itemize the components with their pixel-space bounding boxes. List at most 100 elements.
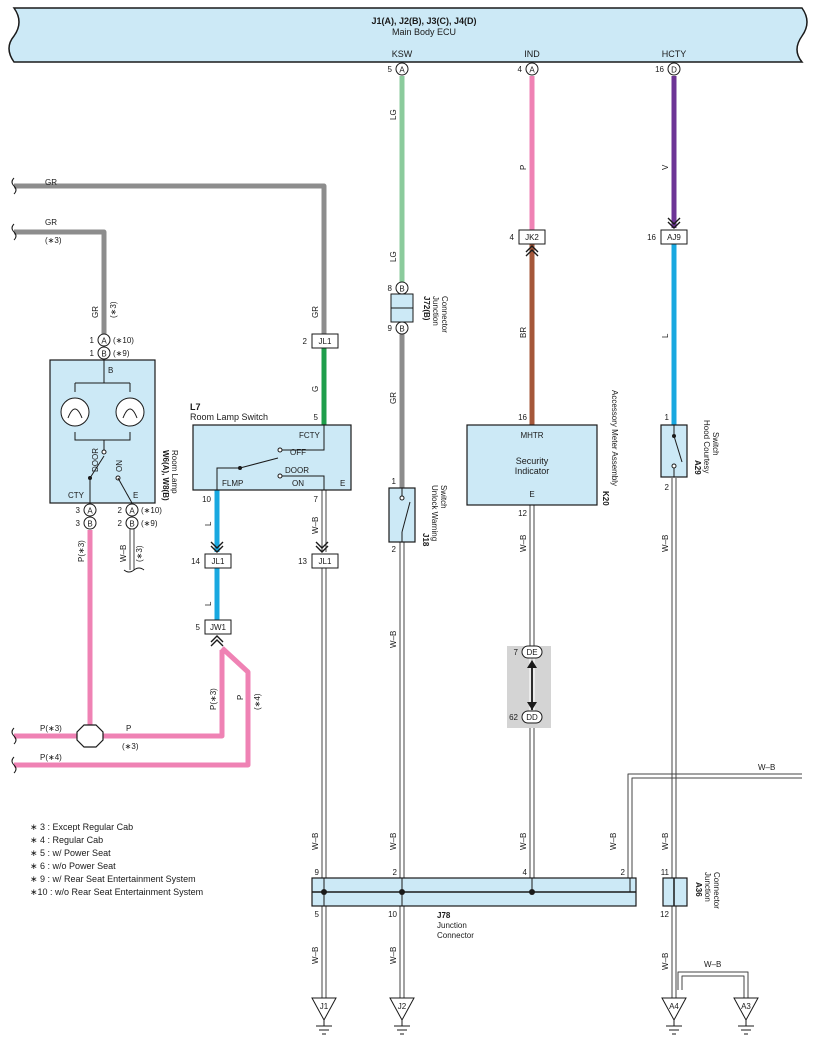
svg-text:62: 62: [509, 713, 518, 722]
connector-jl1-top: JL1 2: [303, 333, 339, 349]
svg-text:A: A: [129, 507, 135, 516]
svg-text:B: B: [87, 520, 92, 529]
pin-circles: A 5 A 4 D 16 B 8 B 9 A 1 (∗10) B 1 (∗9) …: [76, 62, 681, 530]
svg-text:GR: GR: [91, 306, 100, 318]
room-lamp-switch: L7 Room Lamp Switch FCTY OFF DOOR FLMP O…: [190, 402, 352, 491]
note-3: ∗ 3 : Except Regular Cab: [30, 822, 134, 832]
svg-text:4: 4: [523, 868, 528, 877]
svg-text:7: 7: [314, 495, 319, 504]
svg-text:ON: ON: [115, 460, 124, 472]
note-4: ∗ 4 : Regular Cab: [30, 835, 104, 845]
splice-octagon: [76, 724, 104, 748]
svg-text:W–B: W–B: [119, 545, 128, 562]
svg-text:3: 3: [76, 519, 81, 528]
svg-text:12: 12: [660, 910, 669, 919]
ground-j1: J1: [311, 997, 337, 1035]
svg-text:E: E: [133, 491, 138, 500]
svg-text:Junction: Junction: [703, 872, 712, 902]
svg-text:A: A: [87, 507, 93, 516]
svg-text:B: B: [108, 366, 113, 375]
svg-text:W–B: W–B: [389, 833, 398, 850]
svg-text:A29: A29: [693, 460, 702, 475]
svg-text:7: 7: [514, 648, 519, 657]
svg-text:GR: GR: [311, 306, 320, 318]
wire-gr-top: [14, 183, 327, 334]
svg-text:OFF: OFF: [290, 448, 306, 457]
svg-text:2: 2: [118, 506, 123, 515]
svg-text:J1: J1: [320, 1002, 329, 1011]
svg-text:B: B: [101, 350, 106, 359]
svg-text:(∗3): (∗3): [135, 545, 144, 562]
svg-text:W–B: W–B: [389, 947, 398, 964]
svg-text:BR: BR: [519, 327, 528, 338]
svg-text:W–B: W–B: [311, 947, 320, 964]
svg-text:AJ9: AJ9: [667, 233, 681, 242]
svg-text:5: 5: [388, 65, 393, 74]
svg-text:Room Lamp Switch: Room Lamp Switch: [190, 412, 268, 422]
svg-text:10: 10: [388, 910, 397, 919]
connector-jl1-e: JL1 13: [298, 553, 339, 569]
svg-text:P: P: [236, 695, 245, 700]
svg-text:5: 5: [196, 623, 201, 632]
svg-text:2: 2: [621, 868, 626, 877]
note-9: ∗ 9 : w/ Rear Seat Entertainment System: [30, 874, 196, 884]
svg-text:P(∗3): P(∗3): [77, 540, 86, 562]
svg-text:P: P: [126, 724, 131, 733]
svg-text:LG: LG: [389, 109, 398, 120]
svg-text:JK2: JK2: [525, 233, 539, 242]
svg-text:E: E: [340, 479, 345, 488]
ground-a4: A4: [661, 997, 687, 1035]
svg-text:Indicator: Indicator: [515, 466, 550, 476]
svg-text:13: 13: [298, 557, 307, 566]
svg-text:2: 2: [393, 868, 398, 877]
svg-text:W–B: W–B: [661, 535, 670, 552]
svg-text:4: 4: [510, 233, 515, 242]
svg-text:K20: K20: [601, 491, 610, 506]
svg-text:Accessory Meter Assembly: Accessory Meter Assembly: [610, 390, 619, 486]
svg-text:GR: GR: [45, 178, 57, 187]
svg-text:B: B: [399, 325, 404, 334]
svg-text:Connector: Connector: [440, 296, 449, 333]
svg-text:ON: ON: [292, 479, 304, 488]
svg-text:16: 16: [655, 65, 664, 74]
svg-text:L: L: [204, 521, 213, 526]
junction-a36: 11 12 A36 Junction Connector: [660, 868, 721, 919]
svg-text:L7: L7: [190, 402, 201, 412]
svg-text:(∗10): (∗10): [113, 336, 134, 345]
svg-text:W–B: W–B: [758, 763, 775, 772]
svg-text:2: 2: [303, 337, 308, 346]
svg-text:E: E: [529, 490, 534, 499]
svg-text:Unlock Warning: Unlock Warning: [430, 485, 439, 541]
svg-text:MHTR: MHTR: [520, 431, 543, 440]
ecu-box: [8, 7, 808, 63]
svg-text:DOOR: DOOR: [285, 466, 309, 475]
room-lamp-code: W6(A), W8(B): [161, 450, 170, 501]
svg-text:2: 2: [665, 483, 670, 492]
svg-text:FLMP: FLMP: [222, 479, 243, 488]
connector-jk2: JK2 4: [510, 229, 546, 245]
svg-text:J78: J78: [437, 911, 451, 920]
svg-text:(∗9): (∗9): [141, 519, 158, 528]
svg-text:W–B: W–B: [661, 833, 670, 850]
svg-text:L: L: [661, 333, 670, 338]
svg-text:(∗3): (∗3): [122, 742, 139, 751]
note-6: ∗ 6 : w/o Power Seat: [30, 861, 116, 871]
svg-text:V: V: [661, 164, 670, 170]
svg-text:(∗3): (∗3): [45, 236, 62, 245]
svg-text:W–B: W–B: [704, 960, 721, 969]
connector-de-dd: DE 7 DD 62: [507, 645, 551, 728]
inline-connectors: JL1 2 JK2 4 AJ9 16 JL1 14 JL1 13: [191, 229, 688, 635]
svg-text:9: 9: [315, 868, 320, 877]
svg-text:GR: GR: [389, 392, 398, 404]
ecu-pin-ind: IND: [524, 49, 540, 59]
ground-j2: J2: [389, 997, 415, 1035]
svg-text:P(∗3): P(∗3): [209, 688, 218, 710]
svg-text:W–B: W–B: [519, 833, 528, 850]
wire-p-4: [14, 646, 251, 768]
svg-text:5: 5: [314, 413, 319, 422]
svg-text:A3: A3: [741, 1002, 751, 1011]
svg-text:JL1: JL1: [212, 557, 225, 566]
svg-text:(∗9): (∗9): [113, 349, 130, 358]
svg-text:B: B: [399, 285, 404, 294]
